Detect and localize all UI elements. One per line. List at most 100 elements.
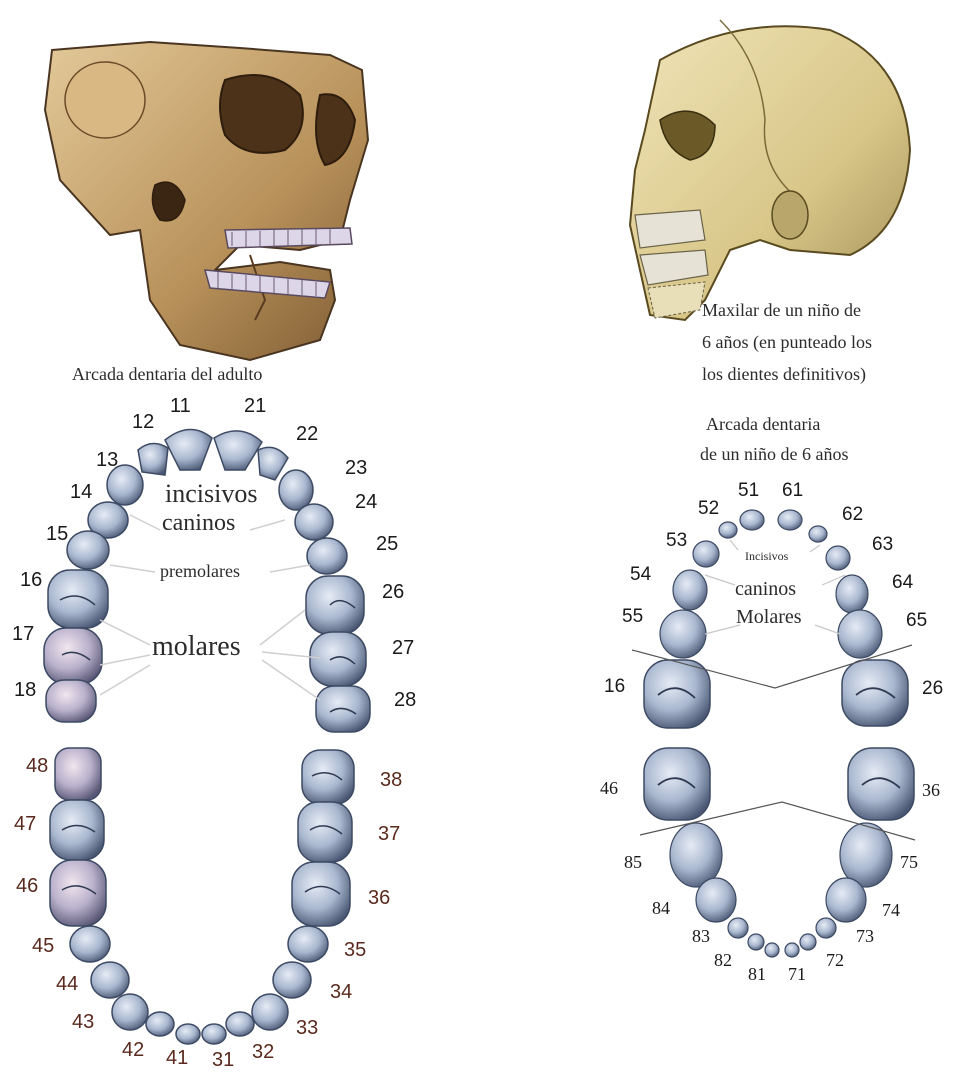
adult-lower-number-42: 42 bbox=[122, 1039, 144, 1061]
tooth-65 bbox=[838, 610, 882, 658]
tooth-71 bbox=[785, 943, 799, 957]
adult-upper-number-17: 17 bbox=[12, 623, 34, 645]
tooth-74 bbox=[826, 878, 866, 922]
tooth-47 bbox=[50, 800, 104, 860]
tooth-23 bbox=[279, 470, 313, 510]
adult-lower-arch bbox=[50, 748, 354, 1044]
adult-lower-number-32: 32 bbox=[252, 1041, 274, 1063]
adult-label-caninos: caninos bbox=[162, 510, 235, 536]
tooth-35 bbox=[288, 926, 328, 962]
adult-arch-caption: Arcada dentaria del adulto bbox=[72, 364, 262, 384]
tooth-33 bbox=[252, 994, 288, 1030]
tooth-55 bbox=[660, 610, 706, 658]
child-upper-number-51: 51 bbox=[738, 480, 759, 501]
adult-lower-number-48: 48 bbox=[26, 755, 48, 777]
tooth-85 bbox=[670, 823, 722, 887]
child-upper-number-55: 55 bbox=[622, 606, 643, 627]
tooth-53 bbox=[693, 541, 719, 567]
tooth-84 bbox=[696, 878, 736, 922]
child-upper-number-64: 64 bbox=[892, 572, 914, 593]
tooth-17 bbox=[44, 628, 102, 684]
child-label-molares: Molares bbox=[736, 606, 802, 628]
adult-lower-number-36: 36 bbox=[368, 887, 390, 909]
adult-lower-number-31: 31 bbox=[212, 1049, 234, 1071]
tooth-82 bbox=[748, 934, 764, 950]
child-upper-number-63: 63 bbox=[872, 534, 893, 555]
adult-upper-number-12: 12 bbox=[132, 411, 154, 433]
child-lower-number-74: 74 bbox=[882, 900, 900, 920]
child-skull-illustration bbox=[630, 20, 910, 320]
child-upper-number-16: 16 bbox=[604, 676, 625, 697]
tooth-16-child bbox=[644, 660, 710, 728]
adult-lower-number-33: 33 bbox=[296, 1017, 318, 1039]
tooth-43 bbox=[112, 994, 148, 1030]
child-lower-number-71: 71 bbox=[788, 964, 806, 984]
child-lower-number-72: 72 bbox=[826, 950, 844, 970]
tooth-54 bbox=[673, 570, 707, 610]
child-lower-number-83: 83 bbox=[692, 926, 710, 946]
tooth-36 bbox=[292, 862, 350, 926]
adult-lower-number-41: 41 bbox=[166, 1047, 188, 1069]
adult-lower-number-38: 38 bbox=[380, 769, 402, 791]
adult-lower-number-47: 47 bbox=[14, 813, 36, 835]
child-upper-number-65: 65 bbox=[906, 610, 927, 631]
tooth-48 bbox=[55, 748, 101, 800]
child-skull-caption-line-3: los dientes definitivos) bbox=[702, 364, 866, 385]
child-label-incisivos: Incisivos bbox=[745, 549, 789, 563]
adult-lower-number-37: 37 bbox=[378, 823, 400, 845]
child-upper-number-61: 61 bbox=[782, 480, 803, 501]
child-upper-number-53: 53 bbox=[666, 530, 687, 551]
tooth-32 bbox=[226, 1012, 254, 1036]
tooth-15 bbox=[67, 531, 109, 569]
child-lower-number-82: 82 bbox=[714, 950, 732, 970]
tooth-75 bbox=[840, 823, 892, 887]
child-lower-number-81: 81 bbox=[748, 964, 766, 984]
tooth-25 bbox=[307, 538, 347, 574]
adult-upper-number-27: 27 bbox=[392, 637, 414, 659]
adult-upper-number-25: 25 bbox=[376, 533, 398, 555]
adult-upper-number-16: 16 bbox=[20, 569, 42, 591]
adult-lower-number-43: 43 bbox=[72, 1011, 94, 1033]
adult-upper-number-15: 15 bbox=[46, 523, 68, 545]
child-upper-number-26: 26 bbox=[922, 678, 943, 699]
adult-lower-number-44: 44 bbox=[56, 973, 78, 995]
tooth-45 bbox=[70, 926, 110, 962]
child-lower-number-85: 85 bbox=[624, 852, 642, 872]
tooth-46 bbox=[50, 860, 106, 926]
adult-upper-number-22: 22 bbox=[296, 423, 318, 445]
adult-lower-number-45: 45 bbox=[32, 935, 54, 957]
tooth-12 bbox=[138, 443, 168, 475]
tooth-51 bbox=[740, 510, 764, 530]
adult-label-incisivos: incisivos bbox=[165, 479, 257, 508]
tooth-26 bbox=[306, 576, 364, 634]
tooth-22 bbox=[258, 447, 288, 480]
adult-label-molares: molares bbox=[152, 631, 241, 662]
tooth-72 bbox=[800, 934, 816, 950]
child-skull-caption-line-1: Maxilar de un niño de bbox=[702, 300, 861, 320]
tooth-41 bbox=[176, 1024, 200, 1044]
child-upper-number-62: 62 bbox=[842, 504, 863, 525]
child-lower-number-84: 84 bbox=[652, 898, 670, 918]
adult-upper-number-13: 13 bbox=[96, 449, 118, 471]
tooth-81 bbox=[765, 943, 779, 957]
adult-upper-number-21: 21 bbox=[244, 395, 266, 417]
child-lower-number-36: 36 bbox=[922, 780, 940, 800]
tooth-21 bbox=[214, 431, 262, 470]
adult-upper-number-23: 23 bbox=[345, 457, 367, 479]
adult-lower-number-35: 35 bbox=[344, 939, 366, 961]
adult-upper-number-26: 26 bbox=[382, 581, 404, 603]
tooth-73 bbox=[816, 918, 836, 938]
adult-upper-number-14: 14 bbox=[70, 481, 92, 503]
tooth-64 bbox=[836, 575, 868, 613]
tooth-24 bbox=[295, 504, 333, 540]
child-upper-number-52: 52 bbox=[698, 498, 719, 519]
tooth-63 bbox=[826, 546, 850, 570]
adult-upper-number-28: 28 bbox=[394, 689, 416, 711]
adult-label-premolares: premolares bbox=[160, 561, 240, 581]
child-arch-caption-line-2: de un niño de 6 años bbox=[700, 444, 848, 464]
tooth-83 bbox=[728, 918, 748, 938]
tooth-13 bbox=[107, 465, 143, 505]
tooth-52 bbox=[719, 522, 737, 538]
